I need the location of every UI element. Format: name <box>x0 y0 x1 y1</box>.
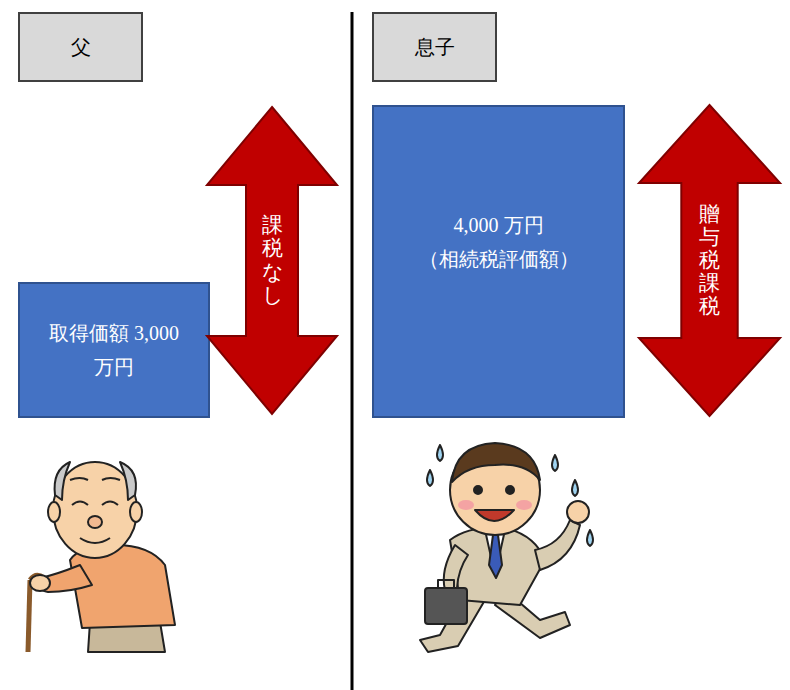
businessman-figure <box>420 443 593 652</box>
old-man-figure <box>28 462 175 652</box>
box-text: 取得価額 3,000 万円 <box>34 316 194 384</box>
arrow-outline <box>639 105 780 416</box>
value-box: 取得価額 3,000 万円 <box>18 282 210 418</box>
box-text: 父 <box>71 30 91 64</box>
double-arrow: 贈与税課税 <box>639 105 780 416</box>
value-box: 4,000 万円 （相続税評価額） <box>372 105 625 418</box>
arrow-outline <box>207 107 337 414</box>
box-text: 4,000 万円 （相続税評価額） <box>394 208 604 276</box>
box-text: 息子 <box>415 30 455 64</box>
heading-box: 父 <box>18 12 143 82</box>
double-arrow: 課税なし <box>207 107 337 414</box>
heading-box: 息子 <box>372 12 497 82</box>
vertical-label: 課税なし <box>262 214 283 306</box>
divider-line <box>351 12 354 690</box>
vertical-label: 贈与税課税 <box>699 203 720 318</box>
